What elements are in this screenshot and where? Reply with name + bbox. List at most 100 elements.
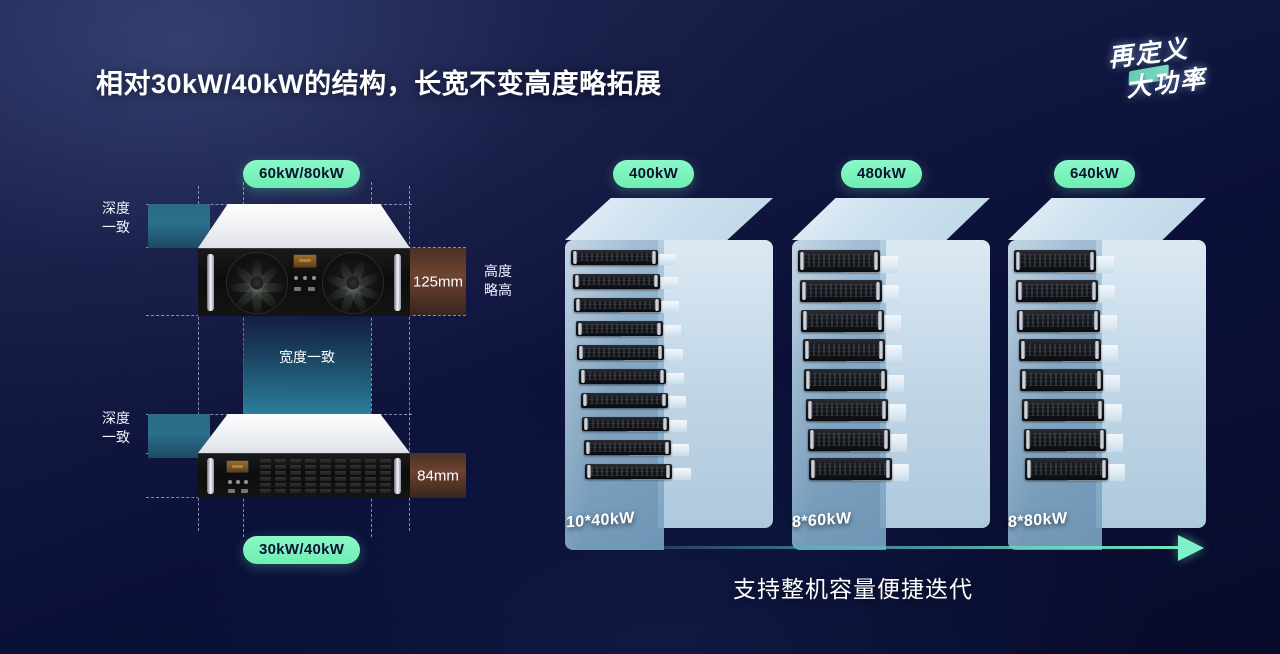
indicator-led-2 <box>303 276 307 280</box>
power-module <box>571 250 658 265</box>
guide-vertical-left-outer <box>198 186 199 531</box>
power-module <box>1022 398 1105 421</box>
cooling-fan-left <box>226 252 288 314</box>
module-handle-left <box>579 346 584 359</box>
swatch-width-consistent: 宽度一致 <box>243 316 371 414</box>
swatch-height-84mm: 84mm <box>410 453 466 498</box>
cabinet-top-surface <box>792 198 990 240</box>
vent-slot <box>320 459 331 463</box>
rack-unit-bottom-top-surface <box>198 414 410 453</box>
module-handle-left <box>808 400 812 419</box>
module-handle-left <box>573 251 577 264</box>
module-handle-right <box>1098 400 1103 419</box>
module-handle-left <box>585 441 590 454</box>
vent-slot <box>290 465 301 469</box>
module-handle-right <box>652 251 656 264</box>
vent-slot <box>275 459 286 463</box>
module-handle-right <box>653 274 658 288</box>
power-module <box>809 458 892 481</box>
vent-slot <box>365 477 376 481</box>
badge-cabinet-power-1: 400kW <box>613 160 695 188</box>
badge-cabinet-power-3: 640kW <box>1054 160 1136 188</box>
module-handle-left <box>1024 400 1028 419</box>
vent-slot <box>380 489 391 493</box>
label-width-consistent: 宽度一致 <box>279 349 335 366</box>
vent-slot <box>320 489 331 493</box>
label-height-taller-line2: 略高 <box>484 281 512 298</box>
module-handle-left <box>1025 430 1030 449</box>
module-handle-right <box>875 281 880 300</box>
vent-slot <box>275 471 286 475</box>
power-module <box>572 273 660 289</box>
vent-slot <box>335 477 346 481</box>
power-module <box>574 297 662 313</box>
cabinet-top-surface <box>1008 198 1206 240</box>
cabinet-3 <box>1008 198 1206 550</box>
indicator-led-3 <box>312 276 316 280</box>
vent-slot <box>350 471 361 475</box>
vent-slot <box>350 459 361 463</box>
progression-arrow-head <box>1178 535 1204 561</box>
module-handle-right <box>658 346 663 359</box>
indicator-led-b3 <box>244 480 248 484</box>
module-handle-left <box>803 311 808 330</box>
indicator-led-1 <box>294 276 298 280</box>
module-handle-right <box>882 400 887 419</box>
power-module <box>798 250 881 272</box>
module-handle-right <box>885 460 890 479</box>
vent-slot <box>290 489 301 493</box>
vent-slot <box>305 489 316 493</box>
module-handle-right <box>1096 370 1101 390</box>
guide-vertical-right-outer <box>409 186 410 531</box>
vent-slot <box>365 483 376 487</box>
swatch-depth-top <box>148 204 210 248</box>
indicator-button-1 <box>294 287 301 291</box>
vent-column <box>365 459 376 495</box>
module-handle-right <box>660 370 664 383</box>
power-module <box>806 398 889 421</box>
module-handle-right <box>664 441 669 454</box>
module-handle-right <box>656 322 661 335</box>
rack-unit-bottom-front-panel <box>198 453 410 498</box>
module-handle-left <box>804 341 809 360</box>
value-height-125mm: 125mm <box>412 273 464 290</box>
vent-slot <box>365 459 376 463</box>
rack-unit-60-80kw <box>198 204 410 316</box>
indicator-led-b1 <box>228 480 232 484</box>
vent-slot <box>320 483 331 487</box>
vent-slot <box>380 471 391 475</box>
badge-cabinet-power-2: 480kW <box>841 160 923 188</box>
progression-arrow-line <box>564 546 1184 549</box>
vent-slot <box>335 471 346 475</box>
value-height-84mm: 84mm <box>417 467 459 484</box>
vent-slot <box>275 465 286 469</box>
vent-slot <box>365 489 376 493</box>
status-display-screen-bottom <box>226 460 249 473</box>
label-height-taller: 高度 略高 <box>474 262 522 300</box>
vent-slot <box>305 471 316 475</box>
vent-column <box>320 459 331 495</box>
label-depth-bottom-line2: 一致 <box>102 428 130 445</box>
vent-slot <box>305 483 316 487</box>
vent-slot <box>380 477 391 481</box>
label-depth-top-line2: 一致 <box>102 218 130 235</box>
module-handle-left <box>584 417 589 431</box>
power-module <box>801 309 884 332</box>
rack-handle-bottom-left <box>207 457 214 495</box>
vent-slot <box>335 483 346 487</box>
vent-slot <box>290 483 301 487</box>
label-depth-consistent-top: 深度 一致 <box>92 199 140 237</box>
rack-unit-30-40kw <box>198 414 410 498</box>
vent-slot <box>305 459 316 463</box>
module-handle-left <box>574 274 579 288</box>
vent-slot <box>260 459 271 463</box>
module-handle-left <box>576 298 581 312</box>
page-title: 相对30kW/40kW的结构，长宽不变高度略拓展 <box>96 69 662 99</box>
power-module <box>799 279 882 302</box>
power-module <box>802 339 886 362</box>
module-handle-left <box>800 251 804 271</box>
rack-handle-right <box>394 254 401 311</box>
vent-slot <box>260 489 271 493</box>
vent-slot <box>290 471 301 475</box>
power-module <box>577 345 665 360</box>
